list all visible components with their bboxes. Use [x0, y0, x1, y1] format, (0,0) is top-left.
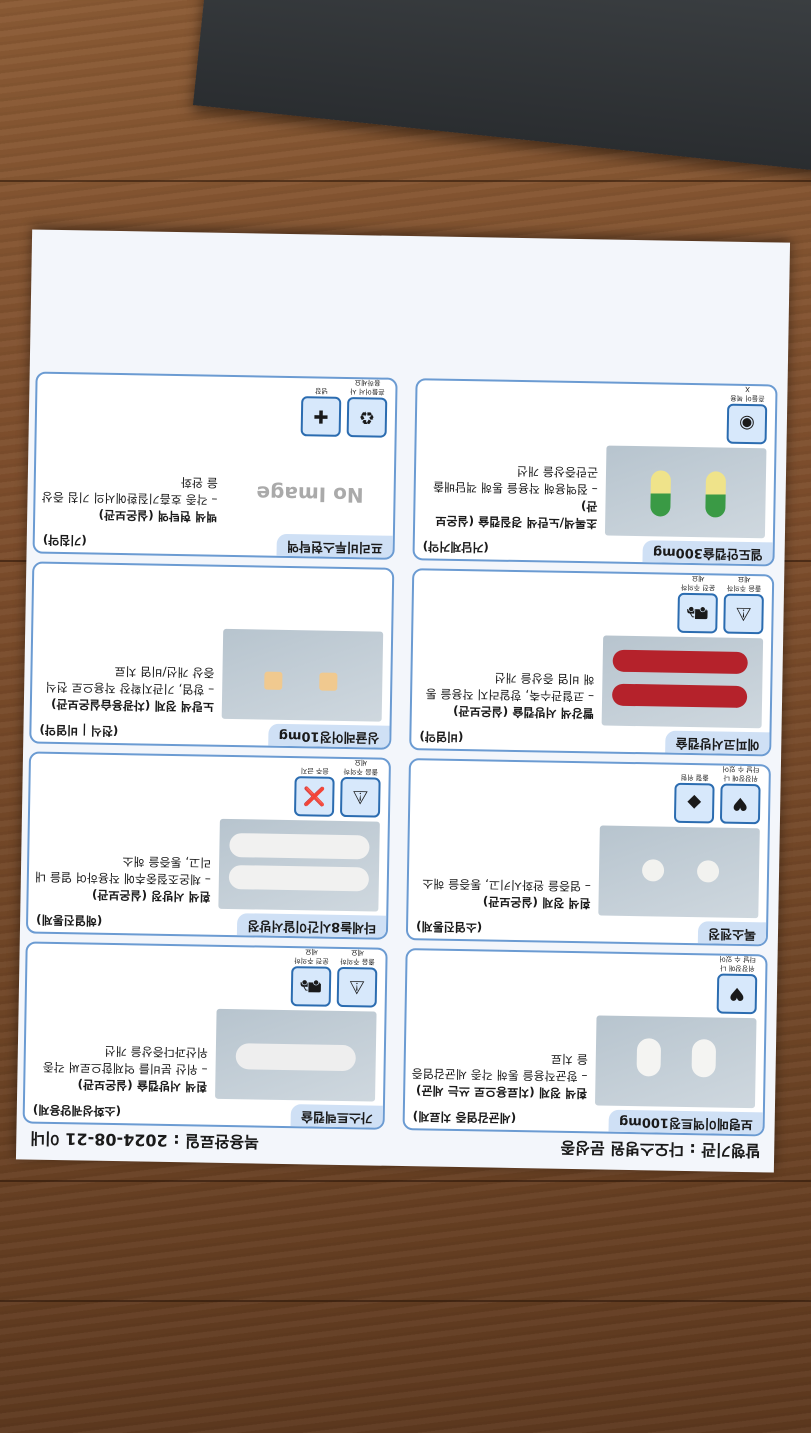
drowsy-icon: ⚠졸음 주의하세요: [723, 575, 764, 635]
medicine-name: 프리비투스현탁액: [276, 533, 393, 558]
medicine-name: 타세놀8시간이알서방정: [237, 913, 387, 938]
medicine-form: 노랑색 정제 (차광용습실온보관): [50, 696, 214, 714]
medicine-photo: [215, 1008, 377, 1102]
medicine-photo: [221, 628, 384, 722]
completion-date-text: 복용완료일 : 2024-08-21 이내: [30, 1128, 259, 1152]
warning-icons: ♻흔들어서 사용하세요 ✚냉장: [300, 378, 388, 438]
medicine-effect: – 항균작용을 통해 각종 세균감염증을 치료: [411, 1051, 588, 1084]
medicine-photo: [604, 445, 767, 539]
medicine-card: 프리비투스현탁액 (기침약) No Image 백색 현탁액 (실온보관) – …: [32, 371, 398, 560]
no-image-label: No Image: [256, 481, 364, 508]
drowsy-icon: ⚠졸음 주의하세요: [336, 948, 378, 1008]
medicine-effect: – 염증을 완화시키고, 통증을 해소: [422, 876, 591, 894]
medicine-description: 흰색 정제 (실온보관) – 염증을 완화시키고, 통증을 해소: [414, 874, 591, 911]
issuer-text: 발행기관 : 다오스병원 문성종: [560, 1137, 761, 1161]
medicine-description: 백색 현탁액 (실온보관) – 각종 호흡기질환에서의 기침 증상을 완화: [41, 471, 218, 525]
shake-bottle-icon: ♻흔들어서 사용하세요: [346, 378, 388, 438]
medicine-form: 흰색 정제 (실온보관): [482, 894, 591, 911]
medicine-form: 흰색 서방캡슐 (실온보관): [77, 1077, 208, 1094]
warning-icons: ◉흔들어 복용 X: [726, 385, 768, 445]
medicine-category: (세균감염증 치료제): [412, 1109, 517, 1126]
stomach-icon: ♥위장장애 나타날 수 있어요: [719, 758, 761, 825]
medicine-effect: – 코혈관수축, 항알러지 작용을 통해 비염 증상을 개선: [425, 670, 595, 704]
medicine-card: 싱귤레어정10mg (천식 | 비염약) 노랑색 정제 (차광용습실온보관) –…: [29, 561, 395, 750]
medicine-description: 흰색 정제 (치료용으로 쓰는 세균) – 항균작용을 통해 각종 세균감염증을…: [411, 1047, 588, 1101]
medicine-photo: [601, 635, 764, 729]
medicine-effect: – 점액용해 작용을 통해 객담배출 곤란증상을 개선: [432, 463, 599, 497]
medicine-name: 가스트렉캡슐: [290, 1104, 383, 1128]
medicine-category: (해열진통제): [36, 912, 103, 928]
medicine-description: 흰색 서방정 (실온보관) – 체온조절중추에 작용하여 열을 내리고, 통증을…: [34, 851, 211, 905]
medicine-form: 초록색/노란색 경질캡슐 (실온보관): [435, 499, 598, 531]
folder-background: [192, 0, 811, 175]
medicine-name: 싱귤레어정10mg: [268, 723, 390, 748]
medicine-category: (비염약): [419, 729, 464, 745]
medicine-description: 빨강색 서방캡슐 (실온보관) – 코혈관수축, 항알러지 작용을 통해 비염 …: [418, 667, 595, 721]
medicine-name: 엘도안캡슐300mg: [642, 540, 773, 565]
medicine-card: 에피코서방캡슐 (비염약) 빨강색 서방캡슐 (실온보관) – 코혈관수축, 항…: [409, 568, 775, 757]
warning-icons: ♥위장장애 나타날 수 있어요: [716, 948, 758, 1015]
medicine-category: (기침약): [42, 532, 87, 548]
bleeding-icon: ◆출혈 위험: [673, 771, 715, 824]
medicine-name: 록소젠정: [697, 921, 767, 945]
medicine-description: 노랑색 정제 (차광용습실온보관) – 항염, 기관지확장 작용으로 천식 증상…: [38, 661, 215, 715]
medicine-category: (소화성궤양용제): [32, 1102, 122, 1119]
medicine-form: 백색 현탁액 (실온보관): [98, 507, 218, 524]
refrigerate-icon: ✚냉장: [300, 384, 342, 437]
warning-icons: ⚠졸음 주의하세요 ⛟운전 주의하세요: [677, 574, 764, 635]
prescription-sheet: 발행기관 : 다오스병원 문성종 복용완료일 : 2024-08-21 이내 보…: [15, 229, 791, 1173]
medicine-category: (거담제거약): [422, 539, 489, 555]
warning-icons: ♥위장장애 나타날 수 있어요 ◆출혈 위험: [673, 758, 761, 825]
medicine-card: 타세놀8시간이알서방정 (해열진통제) 흰색 서방정 (실온보관) – 체온조절…: [25, 751, 392, 940]
medicine-photo: [218, 818, 380, 912]
medicine-photo: [598, 825, 760, 919]
medicine-category: (천식 | 비염약): [39, 722, 119, 739]
warning-icons: ⚠졸음 주의하세요 ⛟운전 주의하세요: [290, 947, 378, 1008]
medicine-description: 초록색/노란색 경질캡슐 (실온보관) – 점액용해 작용을 통해 객담배출 곤…: [421, 460, 598, 531]
drowsy-icon: ⚠졸음 주의하세요: [339, 758, 381, 818]
medicine-card: 엘도안캡슐300mg (거담제거약) 초록색/노란색 경질캡슐 (실온보관) –…: [412, 378, 778, 567]
capsule-icon: ◉흔들어 복용 X: [726, 385, 768, 445]
car-icon: ⛟운전 주의하세요: [677, 574, 718, 634]
medicine-form: 빨강색 서방캡슐 (실온보관): [452, 703, 594, 721]
medicine-name: 에피코서방캡슐: [665, 730, 770, 755]
medicine-effect: – 항염, 기관지확장 작용으로 천식 증상 개선/비염 치료: [45, 663, 215, 697]
medicine-card: 록소젠정 (소염진통제) 흰색 정제 (실온보관) – 염증을 완화시키고, 통…: [405, 758, 771, 947]
no-alcohol-icon: ❌음주 금지: [293, 764, 335, 817]
warning-icons: ⚠졸음 주의하세요 ❌음주 금지: [293, 758, 381, 818]
car-icon: ⛟운전 주의하세요: [290, 947, 332, 1007]
medicine-card: 보령메이액트정100mg (세균감염증 치료제) 흰색 정제 (치료용으로 쓰는…: [402, 948, 768, 1137]
medicine-form: 흰색 정제 (치료용으로 쓰는 세균): [415, 1083, 588, 1101]
medicine-card: 가스트렉캡슐 (소화성궤양용제) 흰색 서방캡슐 (실온보관) – 위산 분비를…: [22, 941, 388, 1130]
medicine-effect: – 각종 호흡기질환에서의 기침 증상을 완화: [41, 475, 218, 507]
medicine-description: 흰색 서방캡슐 (실온보관) – 위산 분비를 억제함으로써 각종 위산과다증상…: [31, 1041, 208, 1095]
stomach-icon: ♥위장장애 나타날 수 있어요: [716, 948, 758, 1015]
medicine-category: (소염진통제): [415, 919, 483, 935]
medicine-photo: [594, 1015, 757, 1109]
medicine-effect: – 위산 분비를 억제함으로써 각종 위산과다증상을 개선: [42, 1043, 208, 1077]
medicine-name: 보령메이액트정100mg: [608, 1109, 763, 1135]
medicine-form: 흰색 서방정 (실온보관): [91, 887, 211, 904]
medicine-effect: – 체온조절중추에 작용하여 열을 내리고, 통증을 해소: [34, 854, 212, 887]
